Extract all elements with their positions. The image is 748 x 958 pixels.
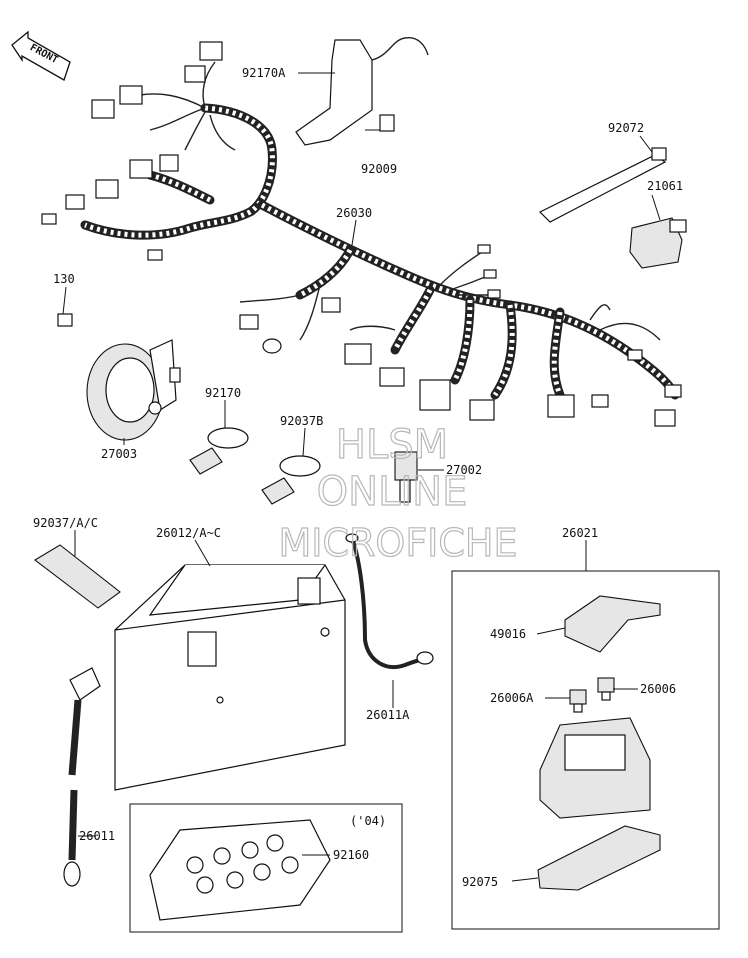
label-26011A[interactable]: 26011A	[366, 708, 410, 722]
battery-26012	[114, 564, 346, 791]
label-04-model-year: ('04)	[350, 814, 386, 828]
label-26012-a-c[interactable]: 26012/A~C	[156, 526, 221, 540]
tie-strap-92072	[538, 147, 667, 223]
label-26011[interactable]: 26011	[79, 829, 115, 843]
label-92170[interactable]: 92170	[205, 386, 241, 400]
label-26006[interactable]: 26006	[640, 682, 676, 696]
cover-49016	[564, 595, 661, 653]
label-26030[interactable]: 26030	[336, 206, 372, 220]
watermark: HLSM ONLINE MICROFICHE	[278, 421, 518, 565]
watermark-line-1: HLSM	[336, 422, 448, 468]
label-130[interactable]: 130	[53, 272, 75, 286]
label-92037B[interactable]: 92037B	[280, 414, 323, 428]
wiring-harness-26030	[41, 41, 682, 427]
battery-band-92037	[34, 544, 121, 609]
bracket-92170A	[295, 37, 429, 146]
label-92075[interactable]: 92075	[462, 875, 498, 889]
cap-92075	[537, 825, 661, 891]
label-21061[interactable]: 21061	[647, 179, 683, 193]
label-49016[interactable]: 49016	[490, 627, 526, 641]
watermark-line-3: MICROFICHE	[278, 521, 517, 565]
watermark-line-2: ONLINE	[317, 469, 468, 515]
tray-group-frame	[129, 803, 403, 933]
label-26021[interactable]: 26021	[562, 526, 598, 540]
label-27003[interactable]: 27003	[101, 447, 137, 461]
leader-lines	[62, 72, 661, 882]
label-92160[interactable]: 92160	[333, 848, 369, 862]
fuse-box-26021	[539, 717, 651, 819]
part-labels: 92170A 92009 92072 21061 26030 130 92170…	[33, 66, 683, 889]
fuse-26006	[597, 677, 615, 701]
label-27002[interactable]: 27002	[446, 463, 482, 477]
front-arrow-icon: FRONT	[11, 30, 71, 81]
label-92037-a-c[interactable]: 92037/A/C	[33, 516, 98, 530]
horn-27003	[57, 313, 181, 441]
label-92009[interactable]: 92009	[361, 162, 397, 176]
cable-26011	[63, 667, 101, 887]
label-92170A[interactable]: 92170A	[242, 66, 286, 80]
switch-27002	[394, 451, 418, 503]
clamp-92037B	[261, 455, 321, 505]
label-92072[interactable]: 92072	[608, 121, 644, 135]
relay-21061	[629, 217, 687, 269]
label-26006A[interactable]: 26006A	[490, 691, 534, 705]
clamp-92170	[189, 427, 249, 475]
tray-92160	[149, 819, 331, 921]
fuse-26006A	[569, 689, 587, 713]
cable-26011A	[345, 533, 434, 669]
